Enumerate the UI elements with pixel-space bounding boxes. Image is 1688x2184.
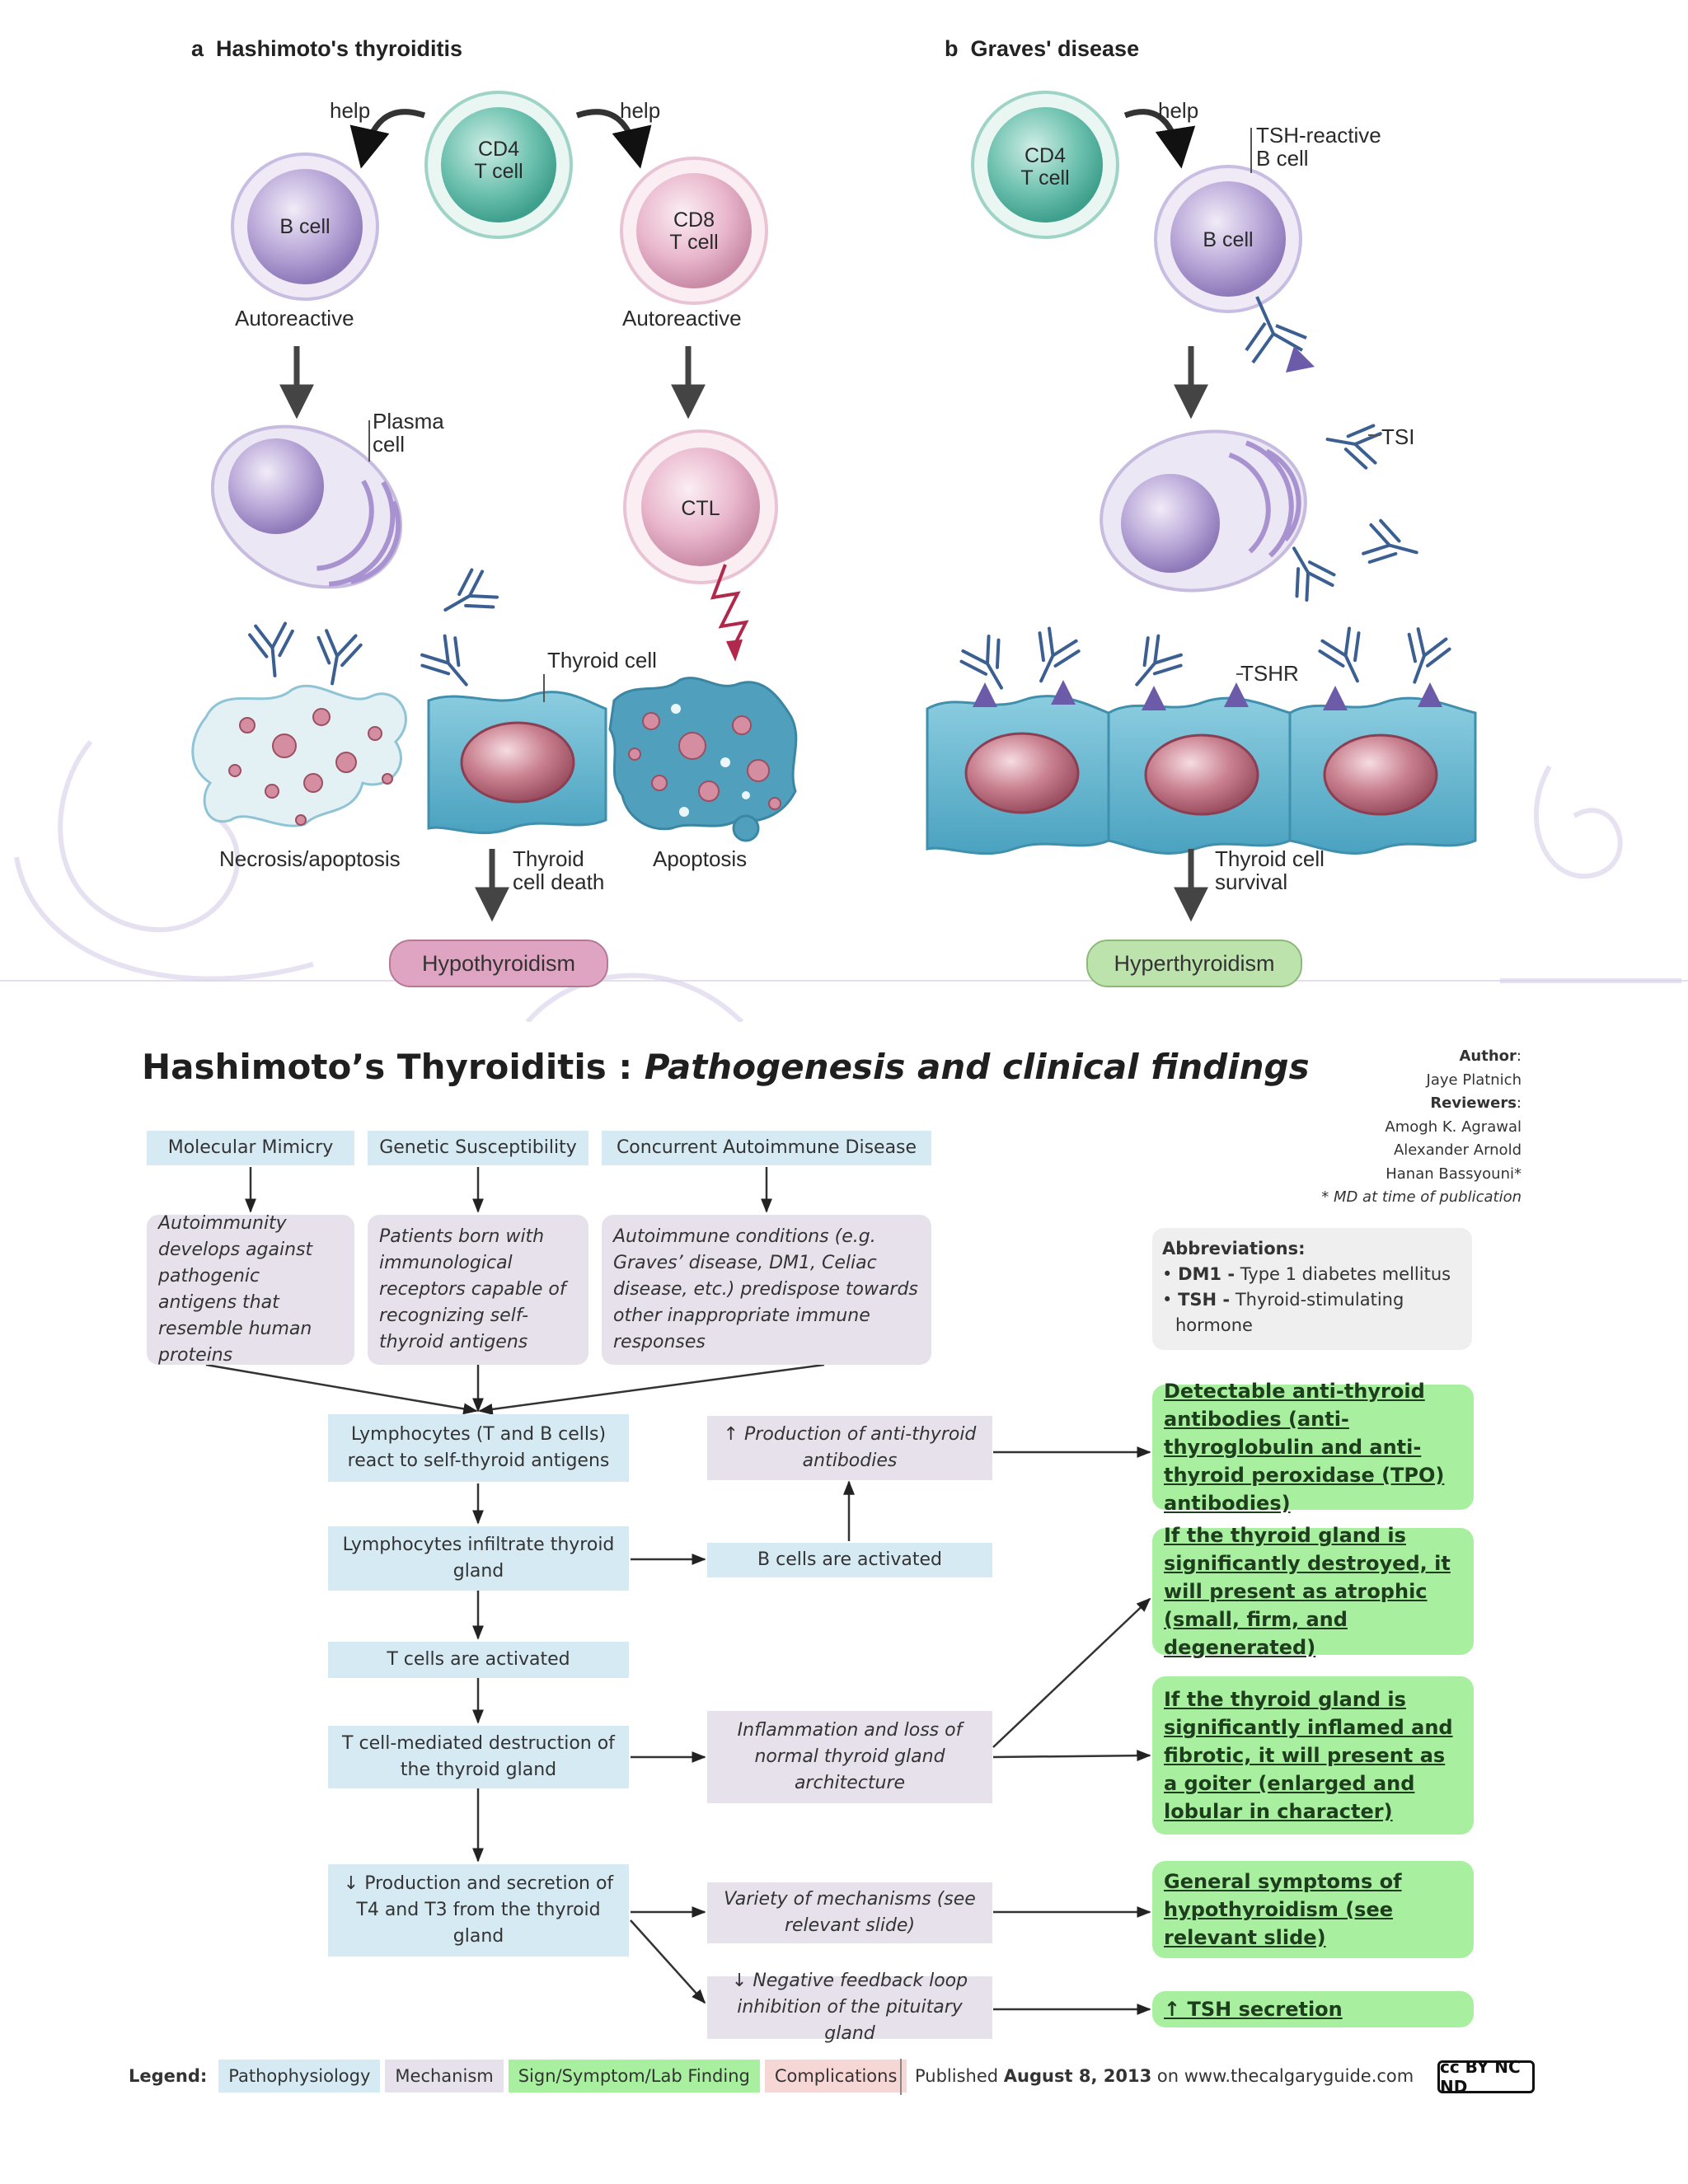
credits: Author: Jaye Platnich Reviewers: Amogh K… (1321, 1045, 1522, 1210)
finding-general-symptoms: General symptoms of hypothyroidism (see … (1152, 1861, 1474, 1958)
cd4-label-a: CD4 T cell (457, 138, 540, 183)
lymphocytes-react-box: Lymphocytes (T and B cells) react to sel… (328, 1414, 629, 1482)
b-cells-activated-box: B cells are activated (707, 1543, 992, 1577)
guide-title-sub: Pathogenesis and clinical findings (644, 1047, 1310, 1087)
cd8-label-line2: T cell (669, 231, 719, 254)
help-label-b: help (1158, 98, 1199, 123)
panel-b-title: b Graves' disease (945, 36, 1139, 62)
cd4-label-b: CD4 T cell (1004, 145, 1086, 190)
inflammation-box: Inflammation and loss of normal thyroid … (707, 1711, 992, 1803)
help-label-left: help (330, 98, 371, 123)
legend-divider (900, 2059, 902, 2095)
abbr-dm1: DM1 - (1178, 1264, 1236, 1284)
bcell-label-b: B cell (1203, 228, 1254, 251)
reviewer-1: Amogh K. Agrawal (1385, 1118, 1522, 1136)
apoptosis-label: Apoptosis (653, 846, 748, 871)
finding-antibodies: Detectable anti-thyroid antibodies (anti… (1152, 1380, 1474, 1515)
published-prefix: Published (915, 2066, 999, 2086)
cause-concurrent-autoimmune: Concurrent Autoimmune Disease (602, 1131, 931, 1165)
panel-a-letter: a (191, 36, 204, 61)
detail-molecular-mimicry: Autoimmunity develops against pathogenic… (147, 1213, 354, 1366)
lymphocytes-infiltrate-box: Lymphocytes infiltrate thyroid gland (328, 1526, 629, 1591)
cd4-label-a-line1: CD4 (477, 138, 519, 161)
ctl-label: CTL (681, 497, 720, 520)
cd8-label: CD8 T cell (653, 209, 735, 254)
cause-molecular-mimicry: Molecular Mimicry (147, 1131, 354, 1165)
published-middle: on (1156, 2066, 1179, 2086)
cd4-label-b-line1: CD4 (1024, 144, 1066, 167)
thyroid-cell-label: Thyroid cell (547, 648, 657, 673)
published-line: Published August 8, 2013 on www.thecalga… (915, 2057, 1414, 2095)
legend-label: Legend: (129, 2066, 208, 2086)
published-date: August 8, 2013 (1003, 2066, 1152, 2086)
tshr-label: TSHR (1240, 661, 1299, 686)
thyroid-cells-b (926, 695, 1477, 855)
abbr-tsh: TSH - (1178, 1290, 1231, 1310)
thyroid-survival-line1: Thyroid cell (1215, 846, 1325, 871)
reviewer-note: * MD at time of publication (1321, 1188, 1522, 1206)
t-cell-destruction-box: T cell-mediated destruction of the thyro… (328, 1726, 629, 1788)
detail-concurrent-autoimmune: Autoimmune conditions (e.g. Graves’ dise… (602, 1215, 931, 1365)
legend-mechanism: Mechanism (385, 2060, 504, 2093)
thyroid-survival-label: Thyroid cell survival (1215, 847, 1325, 893)
antibody-production-box: ↑ Production of anti-thyroid antibodies (707, 1416, 992, 1480)
plasma-label-line2: cell (373, 432, 406, 457)
panel-b-letter: b (945, 36, 959, 61)
necrosis-label: Necrosis/apoptosis (219, 846, 401, 871)
hypothyroidism-pill: Hypothyroidism (389, 940, 608, 987)
guide-title: Hashimoto’s Thyroiditis : Pathogenesis a… (142, 1047, 1310, 1087)
thyroid-death-line2: cell death (513, 869, 605, 894)
tsi-label: TSI (1381, 424, 1415, 449)
cd4-label-a-line2: T cell (474, 160, 523, 183)
detail-genetic-susceptibility: Patients born with immunological recepto… (368, 1215, 588, 1365)
reviewer-2: Alexander Arnold (1393, 1141, 1522, 1159)
cd4-label-b-line2: T cell (1020, 166, 1070, 190)
variety-mechanisms-box: Variety of mechanisms (see relevant slid… (707, 1882, 992, 1943)
legend-pathophysiology: Pathophysiology (218, 2060, 381, 2093)
negative-feedback-box: ↓ Negative feedback loop inhibition of t… (707, 1971, 992, 2044)
cause-genetic-susceptibility: Genetic Susceptibility (368, 1131, 588, 1165)
panel-a-title: a Hashimoto's thyroiditis (191, 36, 462, 62)
guide-title-main: Hashimoto’s Thyroiditis : (142, 1047, 633, 1087)
plasma-label-line1: Plasma (373, 409, 444, 434)
tsh-reactive-label: TSH-reactive B cell (1256, 124, 1381, 170)
abbreviations-heading: Abbreviations: (1162, 1239, 1306, 1258)
panel-a-title-text: Hashimoto's thyroiditis (216, 36, 462, 61)
plasma-cell-label: Plasma cell (373, 410, 444, 456)
thyroid-death-line1: Thyroid (513, 846, 584, 871)
hyperthyroidism-pill: Hyperthyroidism (1086, 940, 1302, 987)
autoreactive-left: Autoreactive (235, 306, 354, 330)
legend-complications: Complications (764, 2060, 907, 2093)
reviewers-label: Reviewers (1430, 1094, 1517, 1112)
abbreviations-box: Abbreviations: • DM1 - Type 1 diabetes m… (1152, 1228, 1472, 1350)
legend-sign-symptom: Sign/Symptom/Lab Finding (508, 2060, 760, 2093)
reviewer-3: Hanan Bassyouni* (1386, 1165, 1522, 1183)
panel-b-title-text: Graves' disease (970, 36, 1140, 61)
author-label: Author (1459, 1047, 1517, 1065)
cd8-label-line1: CD8 (673, 209, 715, 232)
t-cells-activated-box: T cells are activated (328, 1642, 629, 1678)
help-label-right: help (620, 98, 661, 123)
immune-figure (0, 91, 1688, 1022)
thyroid-death-label: Thyroid cell death (513, 847, 604, 893)
bcell-label-a: B cell (279, 215, 331, 238)
author-name: Jaye Platnich (1426, 1071, 1522, 1089)
finding-tsh-secretion: ↑ TSH secretion (1152, 1991, 1474, 2027)
tsh-reactive-line2: B cell (1256, 146, 1309, 171)
tsh-reactive-line1: TSH-reactive (1256, 123, 1381, 148)
hormone-production-box: ↓ Production and secretion of T4 and T3 … (328, 1864, 629, 1957)
abbr-tsh-text: Thyroid-stimulating hormone (1175, 1290, 1404, 1335)
license-badge-icon: cc BY NC ND (1437, 2057, 1535, 2097)
legend: Legend: Pathophysiology Mechanism Sign/S… (129, 2057, 912, 2095)
autoreactive-right: Autoreactive (622, 306, 742, 330)
finding-atrophic: If the thyroid gland is significantly de… (1152, 1524, 1474, 1659)
published-site[interactable]: www.thecalgaryguide.com (1184, 2066, 1414, 2086)
necrotic-cell (191, 684, 407, 827)
abbr-dm1-text: Type 1 diabetes mellitus (1240, 1264, 1451, 1284)
finding-goiter: If the thyroid gland is significantly in… (1152, 1676, 1474, 1835)
thyroid-survival-line2: survival (1215, 869, 1288, 894)
